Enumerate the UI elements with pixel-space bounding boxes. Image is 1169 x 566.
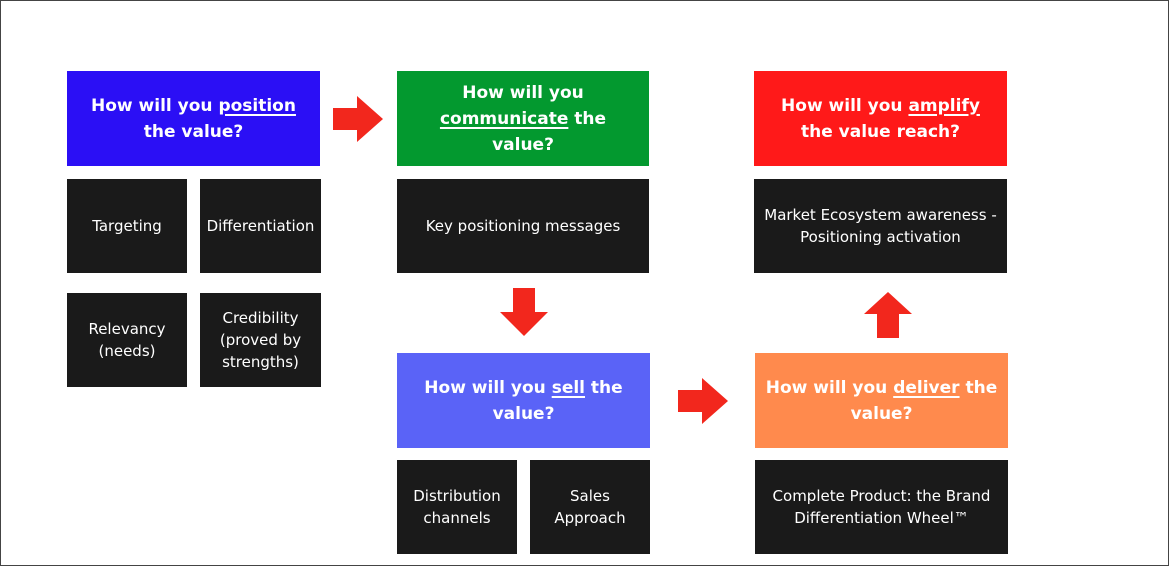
- header-keyword: amplify: [908, 95, 980, 116]
- arrow-up-icon: [864, 292, 912, 338]
- header-keyword: position: [218, 95, 296, 116]
- box-label: Complete Product: the Brand Differentiat…: [772, 487, 991, 527]
- key-messages-box: Key positioning messages: [397, 179, 649, 273]
- header-text: the value?: [492, 108, 607, 155]
- box-label: Differentiation: [206, 217, 315, 235]
- targeting-box: Targeting: [67, 179, 187, 273]
- header-keyword: sell: [551, 377, 586, 398]
- credibility-box: Credibility (proved by strengths): [200, 293, 321, 387]
- arrow-right-icon: [678, 378, 728, 424]
- box-label: Key positioning messages: [425, 217, 621, 235]
- sell-header: How will you sell the value?: [397, 353, 650, 448]
- header-text: How will you: [91, 95, 219, 116]
- relevancy-box: Relevancy (needs): [67, 293, 187, 387]
- amplify-header: How will you amplify the value reach?: [754, 71, 1007, 166]
- header-text: How will you: [765, 377, 894, 398]
- position-header: How will you position the value?: [67, 71, 320, 166]
- ecosystem-awareness-box: Market Ecosystem awareness - Positioning…: [754, 179, 1007, 273]
- box-label: Relevancy (needs): [88, 320, 166, 360]
- box-label: Sales Approach: [554, 487, 626, 527]
- sales-approach-box: Sales Approach: [530, 460, 650, 554]
- differentiation-box: Differentiation: [200, 179, 321, 273]
- header-text: How will you: [462, 82, 584, 103]
- header-text: the value reach?: [800, 121, 961, 142]
- header-text: the value?: [143, 121, 244, 142]
- arrow-down-icon: [500, 288, 548, 336]
- box-label: Market Ecosystem awareness - Positioning…: [764, 206, 997, 246]
- header-text: How will you: [781, 95, 909, 116]
- header-text: the value?: [850, 377, 998, 424]
- header-keyword: communicate: [439, 108, 569, 129]
- communicate-header: How will you communicate the value?: [397, 71, 649, 166]
- box-label: Distribution channels: [413, 487, 501, 527]
- complete-product-box: Complete Product: the Brand Differentiat…: [755, 460, 1008, 554]
- box-label: Credibility (proved by strengths): [219, 309, 302, 371]
- box-label: Targeting: [92, 217, 162, 235]
- deliver-header: How will you deliver the value?: [755, 353, 1008, 448]
- distribution-box: Distribution channels: [397, 460, 517, 554]
- header-keyword: deliver: [893, 377, 960, 398]
- arrow-right-icon: [333, 96, 383, 142]
- header-text: the value?: [492, 377, 623, 424]
- header-text: How will you: [424, 377, 552, 398]
